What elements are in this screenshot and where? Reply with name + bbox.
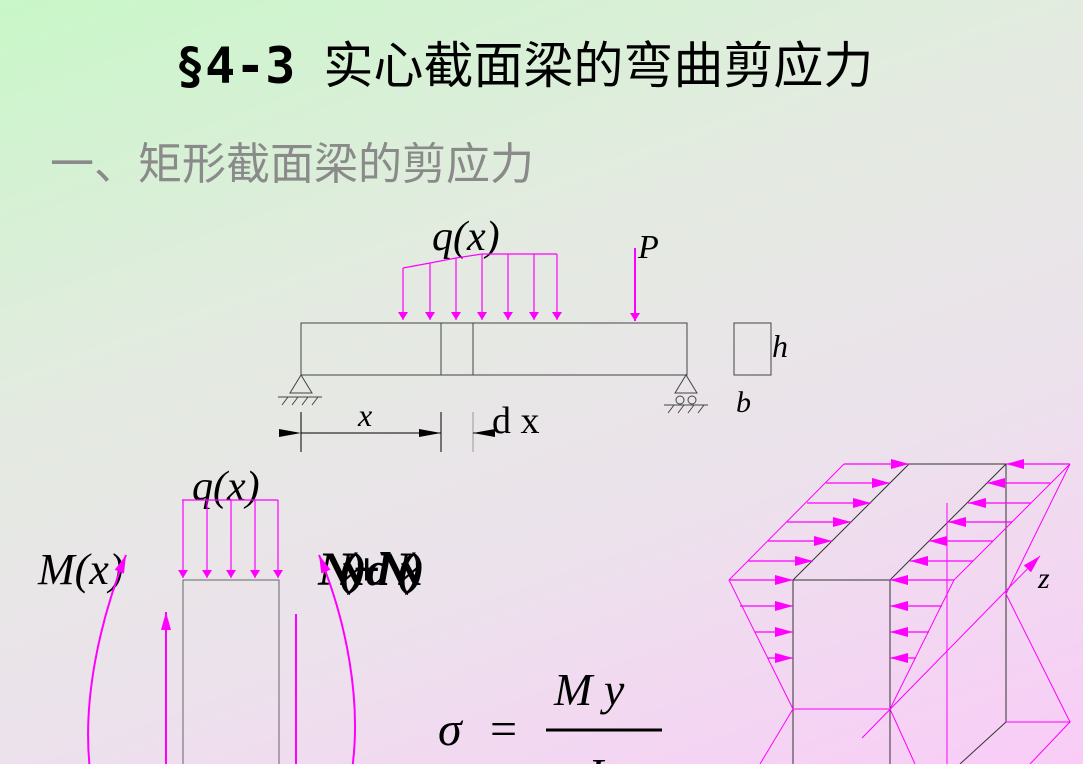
moment-left-label: M(x) xyxy=(37,545,124,594)
formula-numerator: M y xyxy=(553,664,625,715)
z-axis-label: z xyxy=(1037,562,1050,595)
element-diagram: q(x) M(x) N(x)+dN(x) xyxy=(37,464,436,764)
bending-stress-formula: σ = M y I xyxy=(438,664,662,764)
stress-arrows xyxy=(729,459,1070,663)
formula-denominator: I xyxy=(587,749,606,764)
formula-lhs: σ xyxy=(438,703,464,756)
cross-section xyxy=(733,322,772,376)
stress-distribution-block: z xyxy=(728,459,1071,764)
point-load-label: P xyxy=(637,229,659,266)
dx-label: d x xyxy=(492,400,540,442)
element-load-arrows xyxy=(178,499,283,578)
load-label: q(x) xyxy=(432,214,500,260)
roller-support xyxy=(664,374,708,414)
slide-title: §4-3 实心截面梁的弯曲剪应力 xyxy=(175,26,873,98)
moment-arrows xyxy=(87,554,356,764)
formula-eq: = xyxy=(490,703,517,756)
section-number: §4-3 xyxy=(175,37,296,95)
beam-diagram: q(x) P h b xyxy=(278,214,788,452)
height-label: h xyxy=(772,328,788,364)
slide-subtitle: 一、矩形截面梁的剪应力 xyxy=(50,139,534,190)
distributed-load-arrows xyxy=(398,253,562,320)
title-text: 实心截面梁的弯曲剪应力 xyxy=(323,37,874,95)
x-label: x xyxy=(357,397,372,433)
beam-element xyxy=(182,579,280,764)
pin-support xyxy=(278,374,322,406)
beam xyxy=(300,322,688,376)
element-load-label: q(x) xyxy=(192,464,260,510)
moment-right-label: N(x)+dN(x) xyxy=(317,543,422,596)
width-label: b xyxy=(736,386,751,419)
dimension-lines xyxy=(279,412,495,452)
